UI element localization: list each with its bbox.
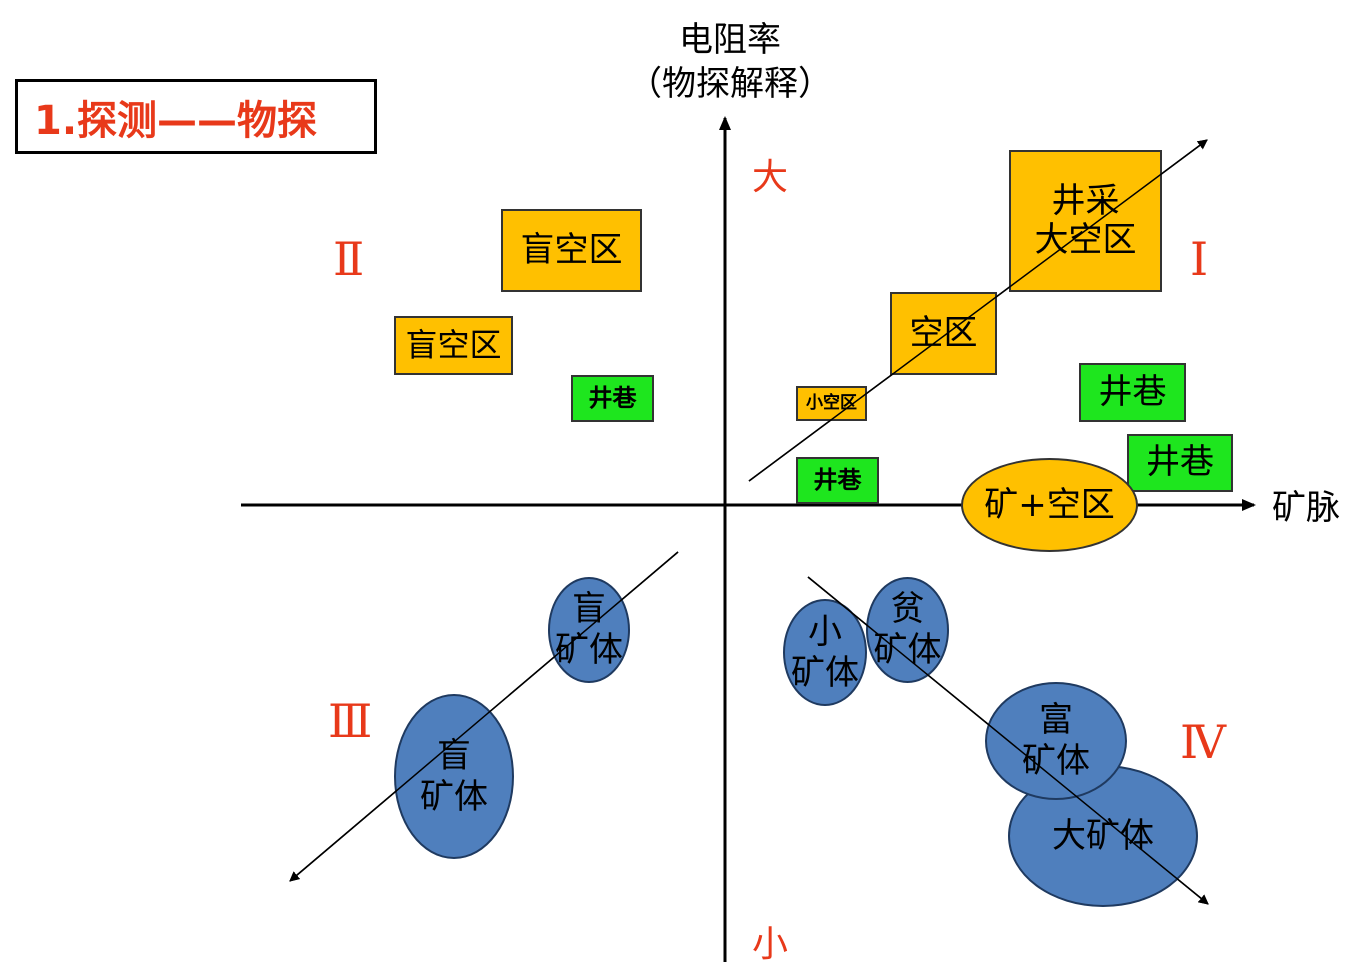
ore-void-ellipse: 矿+空区: [961, 458, 1138, 552]
blind-ore-large-line1: 盲: [437, 735, 471, 776]
blind-void-box-small: 盲空区: [394, 316, 513, 375]
small-ore-line2: 矿体: [791, 652, 859, 693]
shaft-box-q1-upper: 井巷: [1079, 363, 1186, 422]
quadrant-3-label: Ⅲ: [328, 694, 373, 748]
small-ore-ellipse: 小 矿体: [783, 599, 867, 706]
shaft-box-q2: 井巷: [571, 375, 654, 422]
slide-title: 1.探测——物探: [15, 79, 377, 154]
y-axis-top-mark: 大: [752, 157, 789, 198]
small-void-box: 小空区: [796, 386, 867, 421]
shaft-box-center: 井巷: [796, 457, 879, 504]
mined-large-void-line2: 大空区: [1034, 220, 1137, 260]
blind-ore-small-ellipse: 盲 矿体: [548, 577, 630, 683]
blind-ore-large-line2: 矿体: [420, 776, 488, 817]
blind-ore-large-ellipse: 盲 矿体: [394, 694, 514, 859]
rich-ore-line1: 富: [1039, 700, 1073, 741]
mined-large-void-box: 井采 大空区: [1009, 150, 1162, 292]
x-axis-label: 矿脉: [1272, 488, 1340, 528]
shaft-box-q1-lower: 井巷: [1127, 434, 1233, 492]
y-axis-label-line1: 电阻率: [679, 20, 781, 60]
quadrant-4-label: Ⅳ: [1180, 715, 1226, 769]
blind-ore-small-line1: 盲: [572, 589, 606, 630]
rich-ore-line2: 矿体: [1022, 741, 1090, 781]
blind-void-box-large: 盲空区: [501, 209, 642, 292]
poor-ore-ellipse: 贫 矿体: [866, 577, 949, 683]
mined-large-void-line1: 井采: [1051, 180, 1120, 221]
y-axis-label: 电阻率 （物探解释）: [620, 18, 840, 106]
poor-ore-line2: 矿体: [873, 630, 942, 670]
small-ore-line1: 小: [808, 611, 842, 652]
blind-ore-small-line2: 矿体: [555, 630, 623, 670]
y-axis-bottom-mark: 小: [752, 924, 789, 965]
rich-ore-ellipse: 富 矿体: [985, 682, 1127, 800]
void-box: 空区: [890, 292, 997, 375]
quadrant-2-label: Ⅱ: [333, 232, 365, 286]
y-axis-label-line2: （物探解释）: [628, 64, 832, 104]
poor-ore-line1: 贫: [890, 589, 925, 630]
quadrant-1-label: Ⅰ: [1190, 232, 1209, 286]
